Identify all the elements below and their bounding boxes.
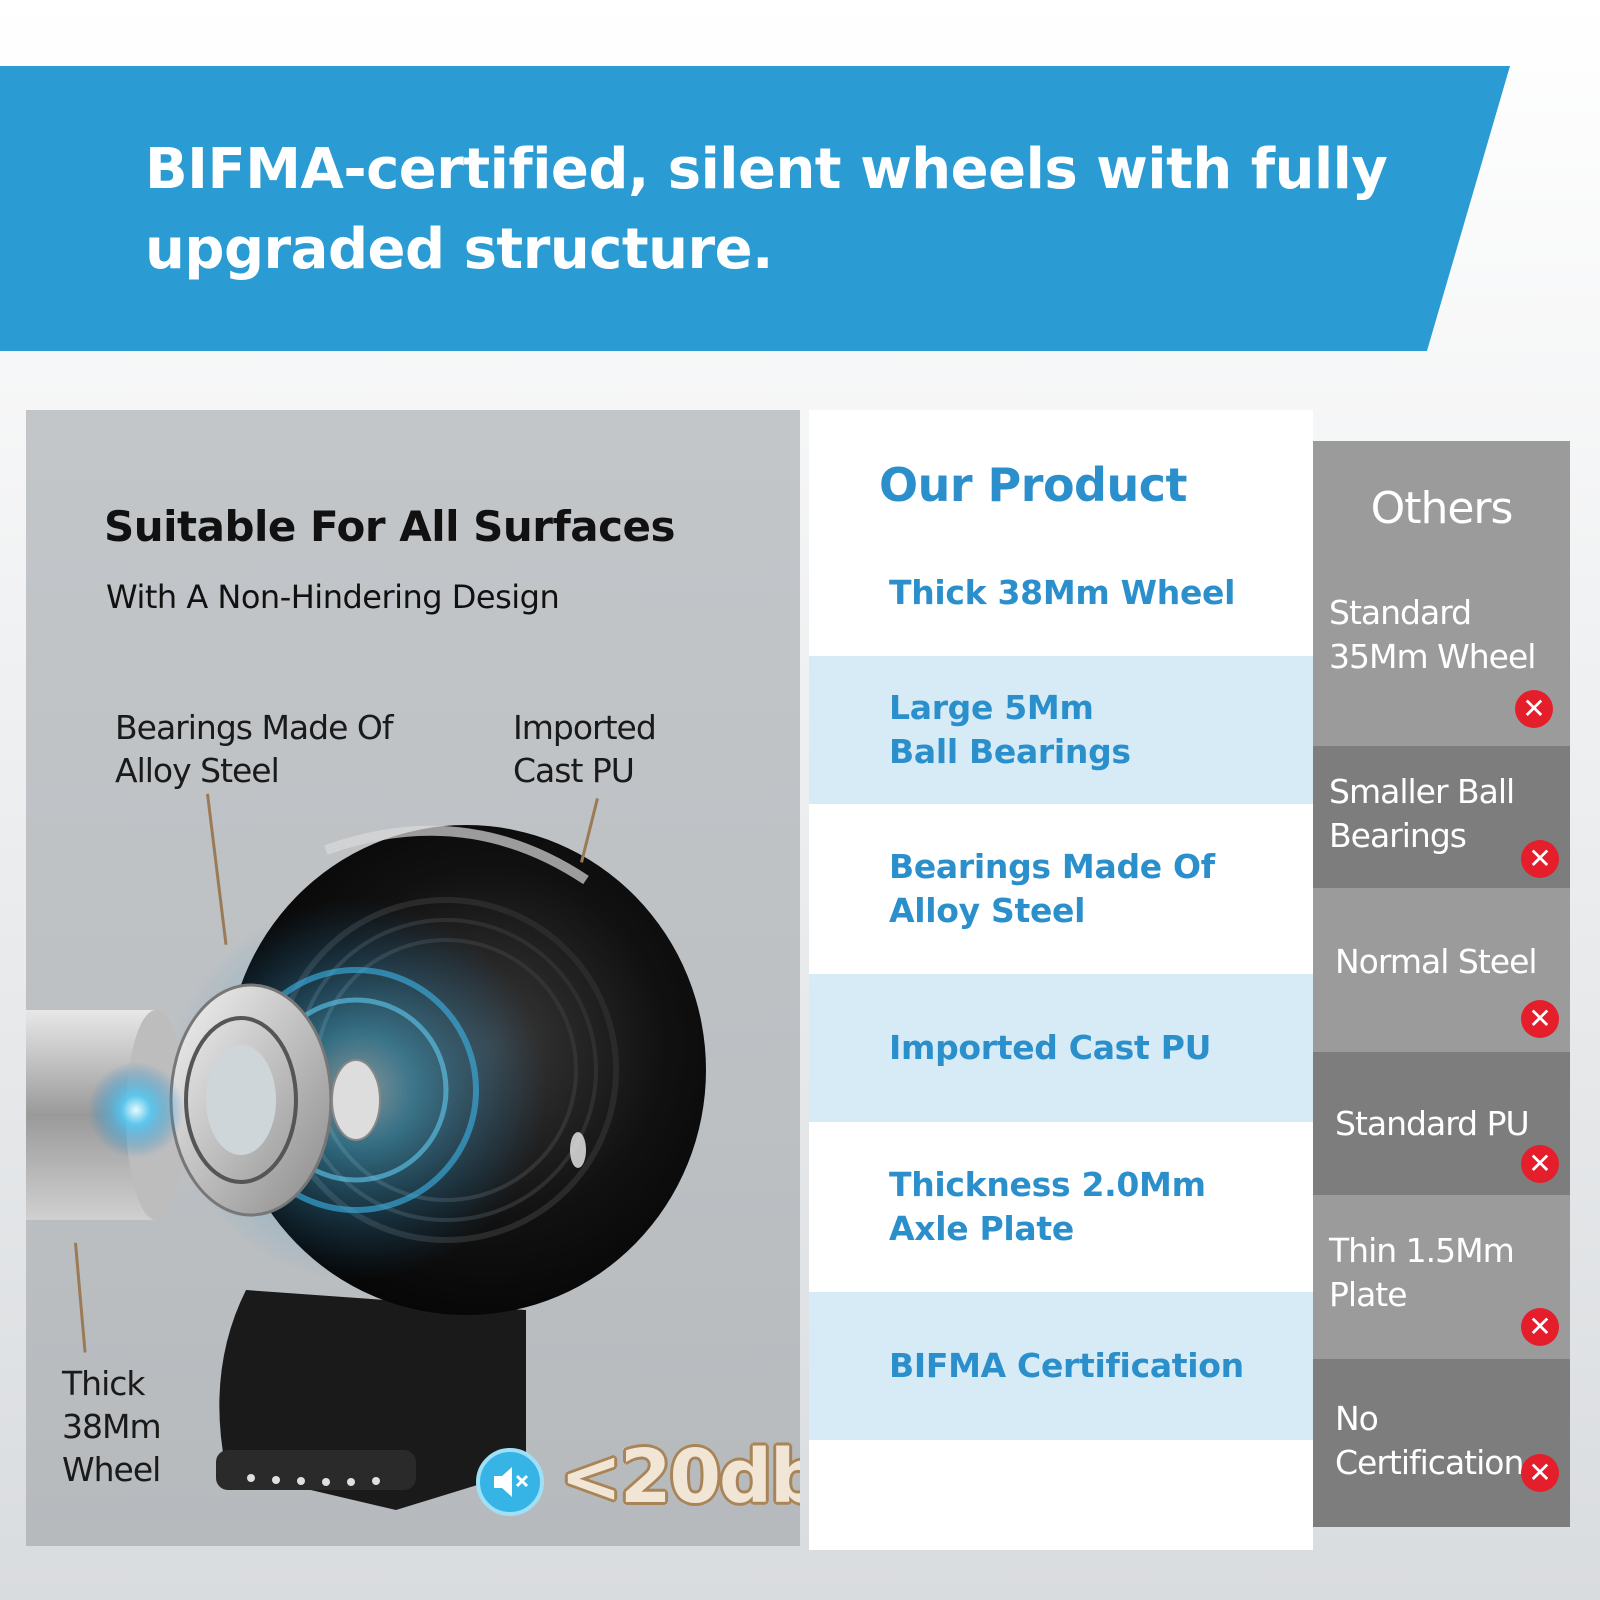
noise-level-badge: <20db	[476, 1434, 800, 1530]
others-row: Smaller Ball Bearings ✕	[1313, 746, 1570, 888]
our-product-column: Our Product Thick 38Mm Wheel Large 5Mm B…	[809, 410, 1313, 1550]
x-close-icon: ✕	[1521, 1145, 1559, 1183]
others-label: Normal Steel	[1335, 942, 1538, 981]
caster-wheel-illustration	[26, 825, 706, 1510]
panel-subtitle: With A Non-Hindering Design	[106, 578, 560, 616]
others-label: No Certification	[1335, 1399, 1524, 1482]
our-feature-row: Bearings Made Of Alloy Steel	[809, 804, 1313, 974]
our-product-title: Our Product	[879, 458, 1188, 512]
callout-bearings: Bearings Made Of Alloy Steel	[115, 708, 393, 790]
x-close-icon: ✕	[1515, 690, 1553, 728]
noise-level-text: <20db	[560, 1434, 800, 1520]
others-row: Thin 1.5Mm Plate ✕	[1313, 1195, 1570, 1359]
x-close-icon: ✕	[1521, 840, 1559, 878]
others-label: Smaller Ball Bearings	[1329, 772, 1515, 855]
our-feature-label: Thickness 2.0Mm Axle Plate	[889, 1165, 1206, 1248]
others-label: Standard 35Mm Wheel	[1329, 593, 1536, 676]
speaker-mute-icon	[476, 1448, 544, 1516]
our-feature-row: Thickness 2.0Mm Axle Plate	[809, 1122, 1313, 1292]
our-feature-row: Thick 38Mm Wheel	[809, 520, 1313, 666]
x-close-icon: ✕	[1521, 1454, 1559, 1492]
our-feature-label: BIFMA Certification	[889, 1346, 1244, 1385]
others-row: No Certification ✕	[1313, 1359, 1570, 1527]
banner-title: BIFMA-certified, silent wheels with full…	[145, 137, 1388, 282]
our-feature-row: Imported Cast PU	[809, 974, 1313, 1122]
x-close-icon: ✕	[1521, 1308, 1559, 1346]
our-feature-label: Imported Cast PU	[889, 1028, 1212, 1067]
panel-title: Suitable For All Surfaces	[104, 502, 676, 551]
others-title: Others	[1370, 483, 1514, 534]
others-row: Normal Steel ✕	[1313, 888, 1570, 1052]
others-row: Others Standard 35Mm Wheel ✕	[1313, 441, 1570, 746]
product-image-panel: Suitable For All Surfaces With A Non-Hin…	[26, 410, 800, 1546]
others-column: Others Standard 35Mm Wheel ✕ Smaller Bal…	[1313, 441, 1570, 1527]
header-banner	[0, 66, 1510, 351]
our-feature-label: Thick 38Mm Wheel	[889, 573, 1236, 612]
our-feature-label: Bearings Made Of Alloy Steel	[889, 847, 1215, 930]
others-label: Thin 1.5Mm Plate	[1329, 1231, 1515, 1314]
callout-cast-pu: Imported Cast PU	[513, 708, 657, 790]
callout-wheel-thickness: Thick 38Mm Wheel	[62, 1364, 162, 1489]
our-feature-row: BIFMA Certification	[809, 1292, 1313, 1440]
x-close-icon: ✕	[1521, 1000, 1559, 1038]
our-feature-row: Large 5Mm Ball Bearings	[809, 656, 1313, 804]
others-label: Standard PU	[1335, 1104, 1530, 1143]
others-row: Standard PU ✕	[1313, 1052, 1570, 1195]
our-feature-label: Large 5Mm Ball Bearings	[889, 688, 1131, 771]
